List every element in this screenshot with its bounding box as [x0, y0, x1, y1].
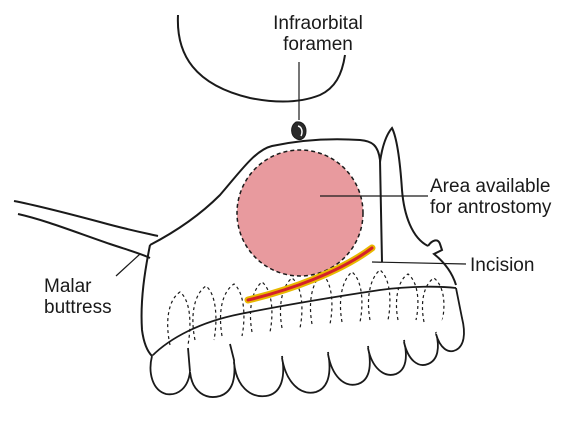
- infraorbital-label-line2: foramen: [258, 34, 378, 55]
- infraorbital-foramen-label: Infraorbital foramen: [258, 13, 378, 55]
- malar-buttress-label: Malar buttress: [44, 276, 112, 318]
- teeth-crowns: [151, 288, 464, 397]
- area-label-line1: Area available: [430, 176, 551, 197]
- incision-label: Incision: [470, 255, 534, 276]
- area-label-line2: for antrostomy: [430, 197, 551, 218]
- antrostomy-area-label: Area available for antrostomy: [430, 176, 551, 218]
- malar-buttress-line: [142, 245, 152, 356]
- infraorbital-foramen-marker: [292, 122, 306, 140]
- malar-leader: [116, 254, 140, 276]
- nasal-aperture: [380, 128, 428, 246]
- infraorbital-label-line1: Infraorbital: [258, 13, 378, 34]
- malar-label-line1: Malar: [44, 276, 112, 297]
- zygomatic-lower: [18, 214, 150, 258]
- incision-leader: [372, 262, 466, 264]
- malar-label-line2: buttress: [44, 297, 112, 318]
- antrostomy-area: [237, 150, 363, 276]
